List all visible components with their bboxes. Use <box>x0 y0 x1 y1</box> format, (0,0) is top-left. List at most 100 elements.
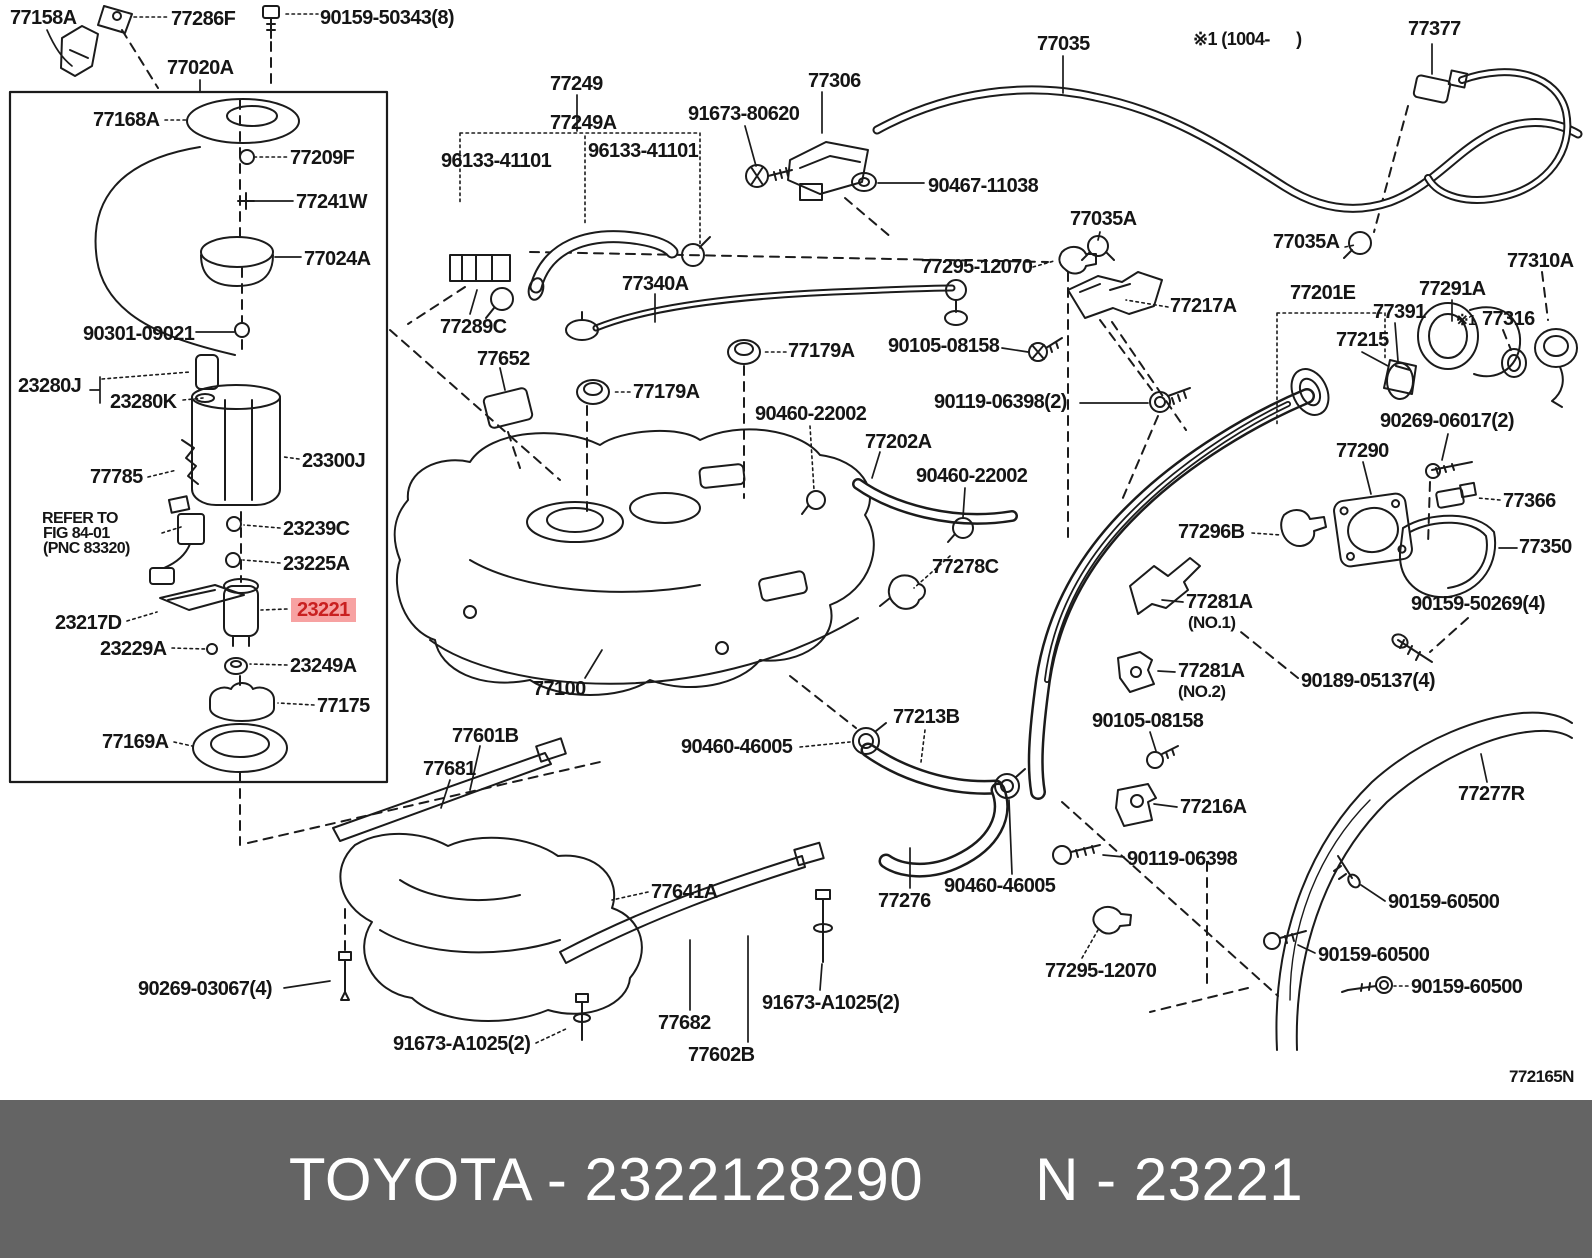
part-label: 90159-50343(8) <box>320 7 455 29</box>
part-label: REFER TO <box>42 510 118 527</box>
part-label: 77168A <box>93 109 160 131</box>
part-label: 91673-A1025(2) <box>762 992 900 1014</box>
part-label: 77035 <box>1037 33 1090 55</box>
part-banner: TOYOTA - 2322128290 N - 23221 <box>0 1100 1592 1258</box>
part-label: 77175 <box>317 695 370 717</box>
part-label: 90269-06017(2) <box>1380 410 1515 432</box>
part-label: 90119-06398(2) <box>934 391 1067 413</box>
part-label: 90460-46005 <box>944 875 1056 897</box>
part-label: 77281A <box>1178 660 1245 682</box>
part-label: 91673-A1025(2) <box>393 1033 531 1055</box>
part-label: FIG 84-01 <box>43 525 110 542</box>
part-label: 77281A <box>1186 591 1253 613</box>
part-label: 77652 <box>477 348 530 370</box>
part-label: 90159-60500 <box>1388 891 1500 913</box>
part-label: 90460-46005 <box>681 736 793 758</box>
part-label: 77601B <box>452 725 519 747</box>
part-label: 90159-60500 <box>1318 944 1430 966</box>
part-label: 772165N <box>1509 1067 1574 1086</box>
part-label: (PNC 83320) <box>43 540 130 557</box>
banner-part-code: N - 23221 <box>1035 1145 1304 1213</box>
part-label: 90159-60500 <box>1411 976 1523 998</box>
part-label: 77681 <box>423 758 476 780</box>
part-label: 77278C <box>932 556 999 578</box>
part-label: 96133-41101 <box>588 140 699 162</box>
part-label: 77295-12070 <box>1045 960 1157 982</box>
part-label: 90105-08158 <box>888 335 1000 357</box>
part-label: 77641A <box>651 881 718 903</box>
part-label: 77213B <box>893 706 960 728</box>
part-label: 77377 <box>1408 18 1461 40</box>
part-label: 90105-08158 <box>1092 710 1204 732</box>
part-label: 90269-03067(4) <box>138 978 273 1000</box>
part-label: ※1 (1004- ) <box>1193 29 1302 49</box>
part-label: 23217D <box>55 612 122 634</box>
part-label: 77391 <box>1373 301 1426 323</box>
part-label: 77340A <box>622 273 689 295</box>
part-label: 77179A <box>788 340 855 362</box>
dotted-leader-lines <box>101 13 1501 1044</box>
part-label: 77169A <box>102 731 169 753</box>
banner-part-number: TOYOTA - 2322128290 <box>288 1145 924 1213</box>
part-label: 77201E <box>1290 282 1356 304</box>
part-label: 23280K <box>110 391 177 413</box>
part-label: 77202A <box>865 431 932 453</box>
fuel-tank-art <box>332 254 875 1041</box>
part-label: 90460-22002 <box>916 465 1028 487</box>
part-label: 77020A <box>167 57 234 79</box>
part-label: 77216A <box>1180 796 1247 818</box>
fuel-pump-box-art <box>8 5 389 784</box>
part-label: 90301-09021 <box>83 323 195 345</box>
part-label: 77024A <box>304 248 371 270</box>
part-label: 23249A <box>290 655 357 677</box>
diagram-line-art <box>8 5 1583 1051</box>
part-label: 77366 <box>1503 490 1556 512</box>
part-label: 77785 <box>90 466 143 488</box>
part-label: 23239C <box>283 518 350 540</box>
part-label: 77350 <box>1519 536 1572 558</box>
part-label: 77276 <box>878 890 931 912</box>
part-label: 77289C <box>440 316 507 338</box>
part-label: 90119-06398 <box>1127 848 1238 870</box>
part-label: 23280J <box>18 375 82 397</box>
part-label: 77295-12070 <box>921 256 1033 278</box>
part-label: 23229A <box>100 638 167 660</box>
part-label: 77277R <box>1458 783 1525 805</box>
part-label: 23225A <box>283 553 350 575</box>
part-label: 90460-22002 <box>755 403 867 425</box>
part-label: 77215 <box>1336 329 1389 351</box>
part-label: 77316 <box>1482 308 1535 330</box>
part-label: 77682 <box>658 1012 711 1034</box>
part-label: 77286F <box>171 8 236 30</box>
part-label: 77158A <box>10 7 77 29</box>
part-label: 23300J <box>302 450 366 472</box>
part-label: 96133-41101 <box>441 150 552 172</box>
part-label: 77179A <box>633 381 700 403</box>
part-label: 77217A <box>1170 295 1237 317</box>
part-label: 91673-80620 <box>688 103 800 125</box>
part-label: ※1 <box>1456 312 1476 329</box>
part-label: 77100 <box>533 678 586 700</box>
part-label: 77296B <box>1178 521 1245 543</box>
part-label: 77249 <box>550 73 603 95</box>
part-label: 90189-05137(4) <box>1301 670 1436 692</box>
part-label: 77035A <box>1273 231 1340 253</box>
leader-lines <box>46 29 1518 1043</box>
part-label: 77209F <box>290 147 355 169</box>
part-label: (NO.1) <box>1188 613 1236 632</box>
labels-layer: 77158A 77286F 90159-50343(8) 77020A 77168A 77… <box>10 7 1574 1086</box>
part-label: (NO.2) <box>1178 682 1226 701</box>
part-label: 77306 <box>808 70 861 92</box>
part-label: 77291A <box>1419 278 1486 300</box>
part-label: 77602B <box>688 1044 755 1066</box>
part-label: 77241W <box>296 191 368 213</box>
part-label: 90467-11038 <box>928 175 1039 197</box>
dashed-construction-lines <box>121 29 1549 1013</box>
part-label: 77249A <box>550 112 617 134</box>
part-label: 90159-50269(4) <box>1411 593 1546 615</box>
part-label: 77290 <box>1336 440 1389 462</box>
part-label: 77310A <box>1507 250 1574 272</box>
highlighted-part-label: 23221 <box>291 598 356 622</box>
part-label: 77035A <box>1070 208 1137 230</box>
